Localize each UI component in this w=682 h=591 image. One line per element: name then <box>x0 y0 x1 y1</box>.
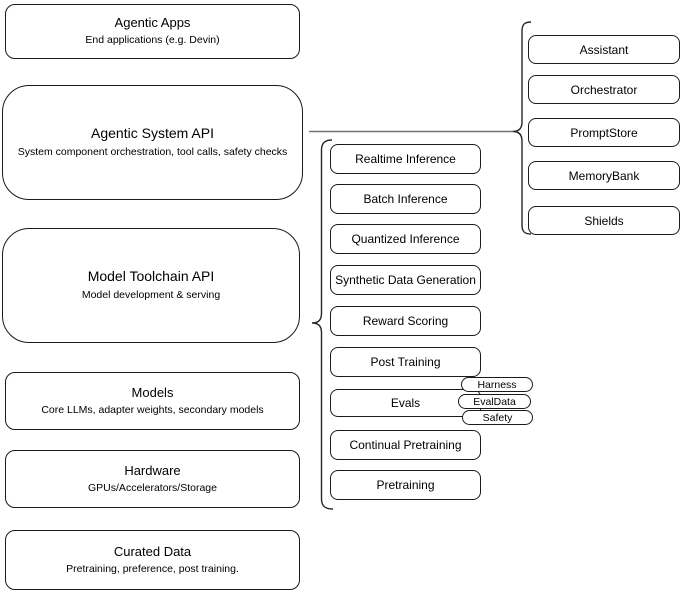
box-agentic-apps: Agentic Apps End applications (e.g. Devi… <box>5 4 300 59</box>
box-label: Pretraining <box>376 478 435 492</box>
box-realtime-inference: Realtime Inference <box>330 144 481 174</box>
box-agentic-system-api: Agentic System API System component orch… <box>2 85 303 200</box>
box-label: Continual Pretraining <box>349 438 462 452</box>
box-label: Realtime Inference <box>355 152 456 166</box>
tag-label: Safety <box>482 411 513 424</box>
box-title: Agentic System API <box>91 124 214 141</box>
box-label: Evals <box>390 396 421 410</box>
box-label: Quantized Inference <box>351 232 460 246</box>
tag-safety: Safety <box>462 410 533 425</box>
tag-label: EvalData <box>473 395 516 408</box>
box-curated-data: Curated Data Pretraining, preference, po… <box>5 530 300 590</box>
box-label: Shields <box>584 213 624 228</box>
box-continual-pretraining: Continual Pretraining <box>330 430 481 460</box>
box-title: Agentic Apps <box>114 15 191 31</box>
box-subtitle: Model development & serving <box>81 289 221 302</box>
box-label: Orchestrator <box>570 82 638 97</box>
box-subtitle: Pretraining, preference, post training. <box>66 562 239 575</box>
box-quantized-inference: Quantized Inference <box>330 224 481 254</box>
box-promptstore: PromptStore <box>528 118 680 147</box>
box-label: Assistant <box>579 42 629 57</box>
box-hardware: Hardware GPUs/Accelerators/Storage <box>5 450 300 508</box>
box-assistant: Assistant <box>528 35 680 64</box>
box-pretraining: Pretraining <box>330 470 481 500</box>
box-subtitle: Core LLMs, adapter weights, secondary mo… <box>41 403 264 416</box>
box-label: Synthetic Data Generation <box>335 273 476 287</box>
box-label: PromptStore <box>570 125 638 140</box>
box-post-training: Post Training <box>330 347 481 377</box>
box-title: Model Toolchain API <box>87 267 215 284</box>
box-label: MemoryBank <box>568 168 640 183</box>
box-label: Batch Inference <box>363 192 448 206</box>
box-title: Models <box>131 384 174 400</box>
tag-harness: Harness <box>461 377 533 392</box>
box-model-toolchain-api: Model Toolchain API Model development & … <box>2 228 300 343</box>
tag-label: Harness <box>477 378 517 391</box>
box-batch-inference: Batch Inference <box>330 184 481 214</box>
box-reward-scoring: Reward Scoring <box>330 306 481 336</box>
box-synthetic-data-generation: Synthetic Data Generation <box>330 265 481 295</box>
box-label: Post Training <box>370 355 441 369</box>
box-subtitle: System component orchestration, tool cal… <box>17 146 288 159</box>
box-label: Reward Scoring <box>362 314 449 328</box>
box-subtitle: End applications (e.g. Devin) <box>85 34 220 47</box>
box-subtitle: GPUs/Accelerators/Storage <box>88 481 217 494</box>
box-title: Hardware <box>124 462 181 478</box>
tag-evaldata: EvalData <box>458 394 531 409</box>
box-evals: Evals <box>330 389 481 417</box>
box-models: Models Core LLMs, adapter weights, secon… <box>5 372 300 430</box>
box-title: Curated Data <box>113 543 192 559</box>
box-memorybank: MemoryBank <box>528 161 680 190</box>
box-orchestrator: Orchestrator <box>528 75 680 104</box>
box-shields: Shields <box>528 206 680 235</box>
